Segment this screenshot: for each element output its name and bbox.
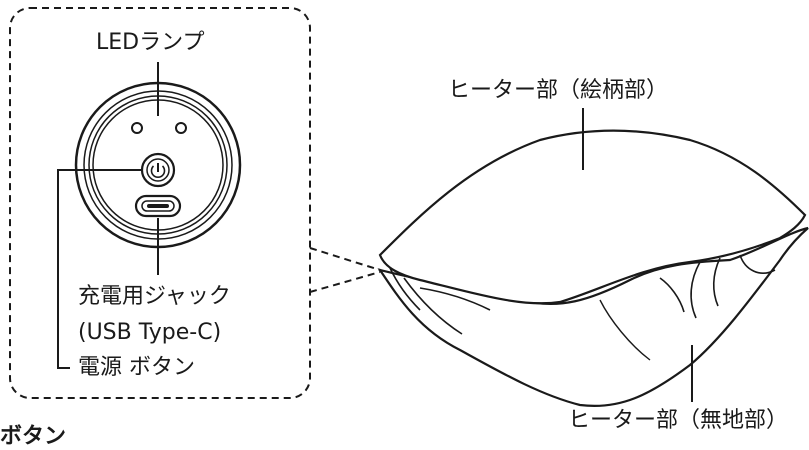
heater-bottom-label: ヒーター部（無地部）	[568, 408, 789, 433]
power-leader-line	[57, 169, 142, 369]
usb-type-label: (USB Type-C)	[78, 320, 222, 345]
usb-c-jack	[134, 194, 182, 218]
led-lamp-right	[175, 122, 187, 134]
led-lamp-left	[131, 122, 143, 134]
callout-pointer-bottom	[309, 271, 381, 293]
cushion-illustration	[377, 129, 809, 407]
power-button[interactable]	[140, 152, 176, 188]
led-lamp-label: LEDランプ	[96, 30, 205, 55]
partial-section-heading: ボタン	[0, 424, 67, 449]
power-button-label: 電源 ボタン	[78, 355, 195, 380]
power-icon	[150, 163, 166, 178]
charging-jack-label: 充電用ジャック	[78, 284, 231, 309]
callout-pointer-top	[309, 247, 381, 271]
heater-top-label: ヒーター部（絵柄部）	[448, 78, 669, 103]
